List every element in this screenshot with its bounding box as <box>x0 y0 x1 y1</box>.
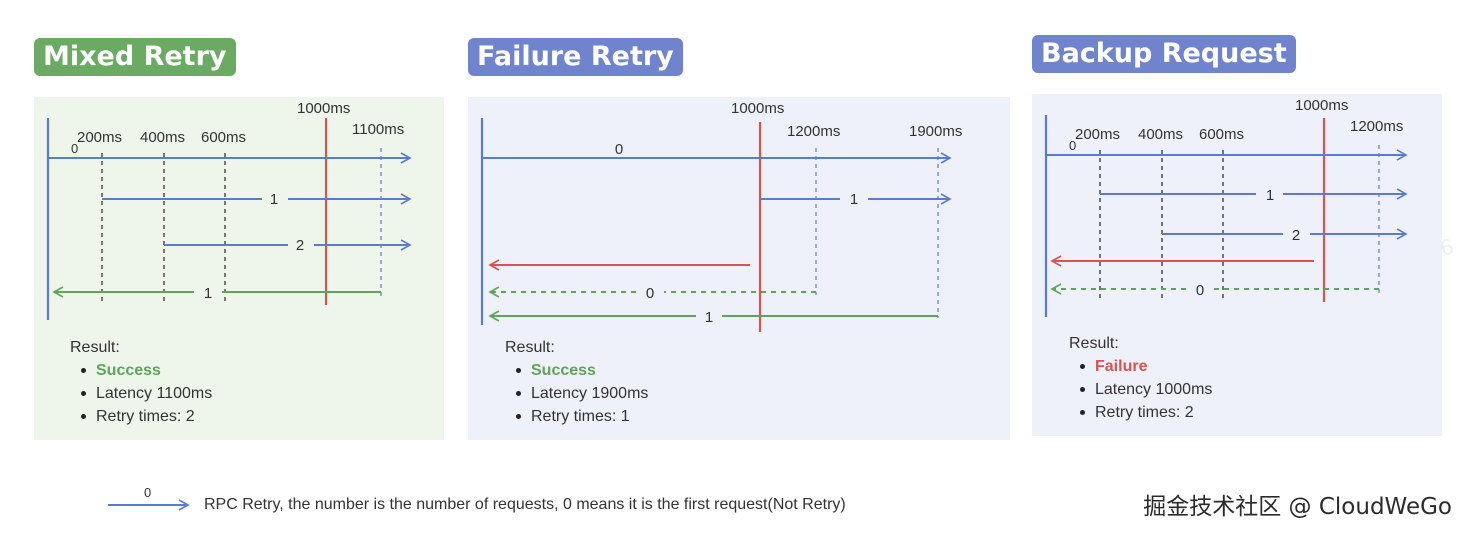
tick-label-200ms: 200ms <box>1075 126 1120 143</box>
failure-retry-title: Failure Retry <box>468 38 683 76</box>
result-latency: Latency 1000ms <box>1069 378 1212 401</box>
tick-label-1200ms: 1200ms <box>1350 118 1403 135</box>
request-arrow-2-label: 2 <box>1292 227 1300 244</box>
tick-label-1100ms: 1100ms <box>352 121 404 138</box>
timeout-response-arrow-0-label: 0 <box>646 285 654 302</box>
mixed-retry-title: Mixed Retry <box>34 38 236 76</box>
result-status: Failure <box>1069 355 1212 378</box>
result-heading: Result: <box>505 339 555 356</box>
backup-request-result: Result: Failure Latency 1000ms Retry tim… <box>1069 332 1212 424</box>
tick-label-600ms: 600ms <box>1199 126 1244 143</box>
tick-label-1200ms: 1200ms <box>787 123 840 140</box>
legend-text: RPC Retry, the number is the number of r… <box>204 496 846 513</box>
mixed-retry-result: Result: Success Latency 1100ms Retry tim… <box>70 336 212 428</box>
tick-label-1000ms: 1000ms <box>1295 97 1348 114</box>
failure-retry-panel <box>468 97 1010 440</box>
result-latency: Latency 1100ms <box>70 382 212 405</box>
tick-label-0: 0 <box>1069 138 1076 153</box>
result-heading: Result: <box>70 339 120 356</box>
tick-label-400ms: 400ms <box>1138 126 1183 143</box>
response-arrow-1-label: 1 <box>204 285 212 302</box>
tick-label-1000ms: 1000ms <box>297 100 350 117</box>
response-arrow-1-label: 1 <box>705 309 713 326</box>
tick-label-1000ms: 1000ms <box>731 100 784 117</box>
request-arrow-2-label: 2 <box>296 237 304 254</box>
result-retries: Retry times: 2 <box>1069 401 1212 424</box>
legend-label: 0 <box>144 485 152 500</box>
result-status-text: Success <box>531 362 596 379</box>
tick-label-1900ms: 1900ms <box>909 123 962 140</box>
request-arrow-1-label: 1 <box>270 191 278 208</box>
result-status: Success <box>70 359 212 382</box>
source-credit: 掘金技术社区 @ CloudWeGo <box>1143 494 1452 520</box>
request-arrow-1-label: 1 <box>1266 187 1274 204</box>
result-retries: Retry times: 2 <box>70 405 212 428</box>
result-retries: Retry times: 1 <box>505 405 648 428</box>
backup-request-title: Backup Request <box>1032 35 1296 73</box>
result-heading: Result: <box>1069 335 1119 352</box>
tick-label-0: 0 <box>71 141 78 156</box>
tick-label-400ms: 400ms <box>140 129 185 146</box>
result-status-text: Failure <box>1095 358 1148 375</box>
failure-retry-result: Result: Success Latency 1900ms Retry tim… <box>505 336 648 428</box>
result-status: Success <box>505 359 648 382</box>
result-status-text: Success <box>96 362 161 379</box>
result-latency: Latency 1900ms <box>505 382 648 405</box>
tick-label-200ms: 200ms <box>77 129 122 146</box>
request-arrow-0-label: 0 <box>615 141 623 158</box>
tick-label-600ms: 600ms <box>201 129 246 146</box>
request-arrow-1-label: 1 <box>850 191 858 208</box>
timeout-response-arrow-0-label: 0 <box>1196 282 1204 299</box>
